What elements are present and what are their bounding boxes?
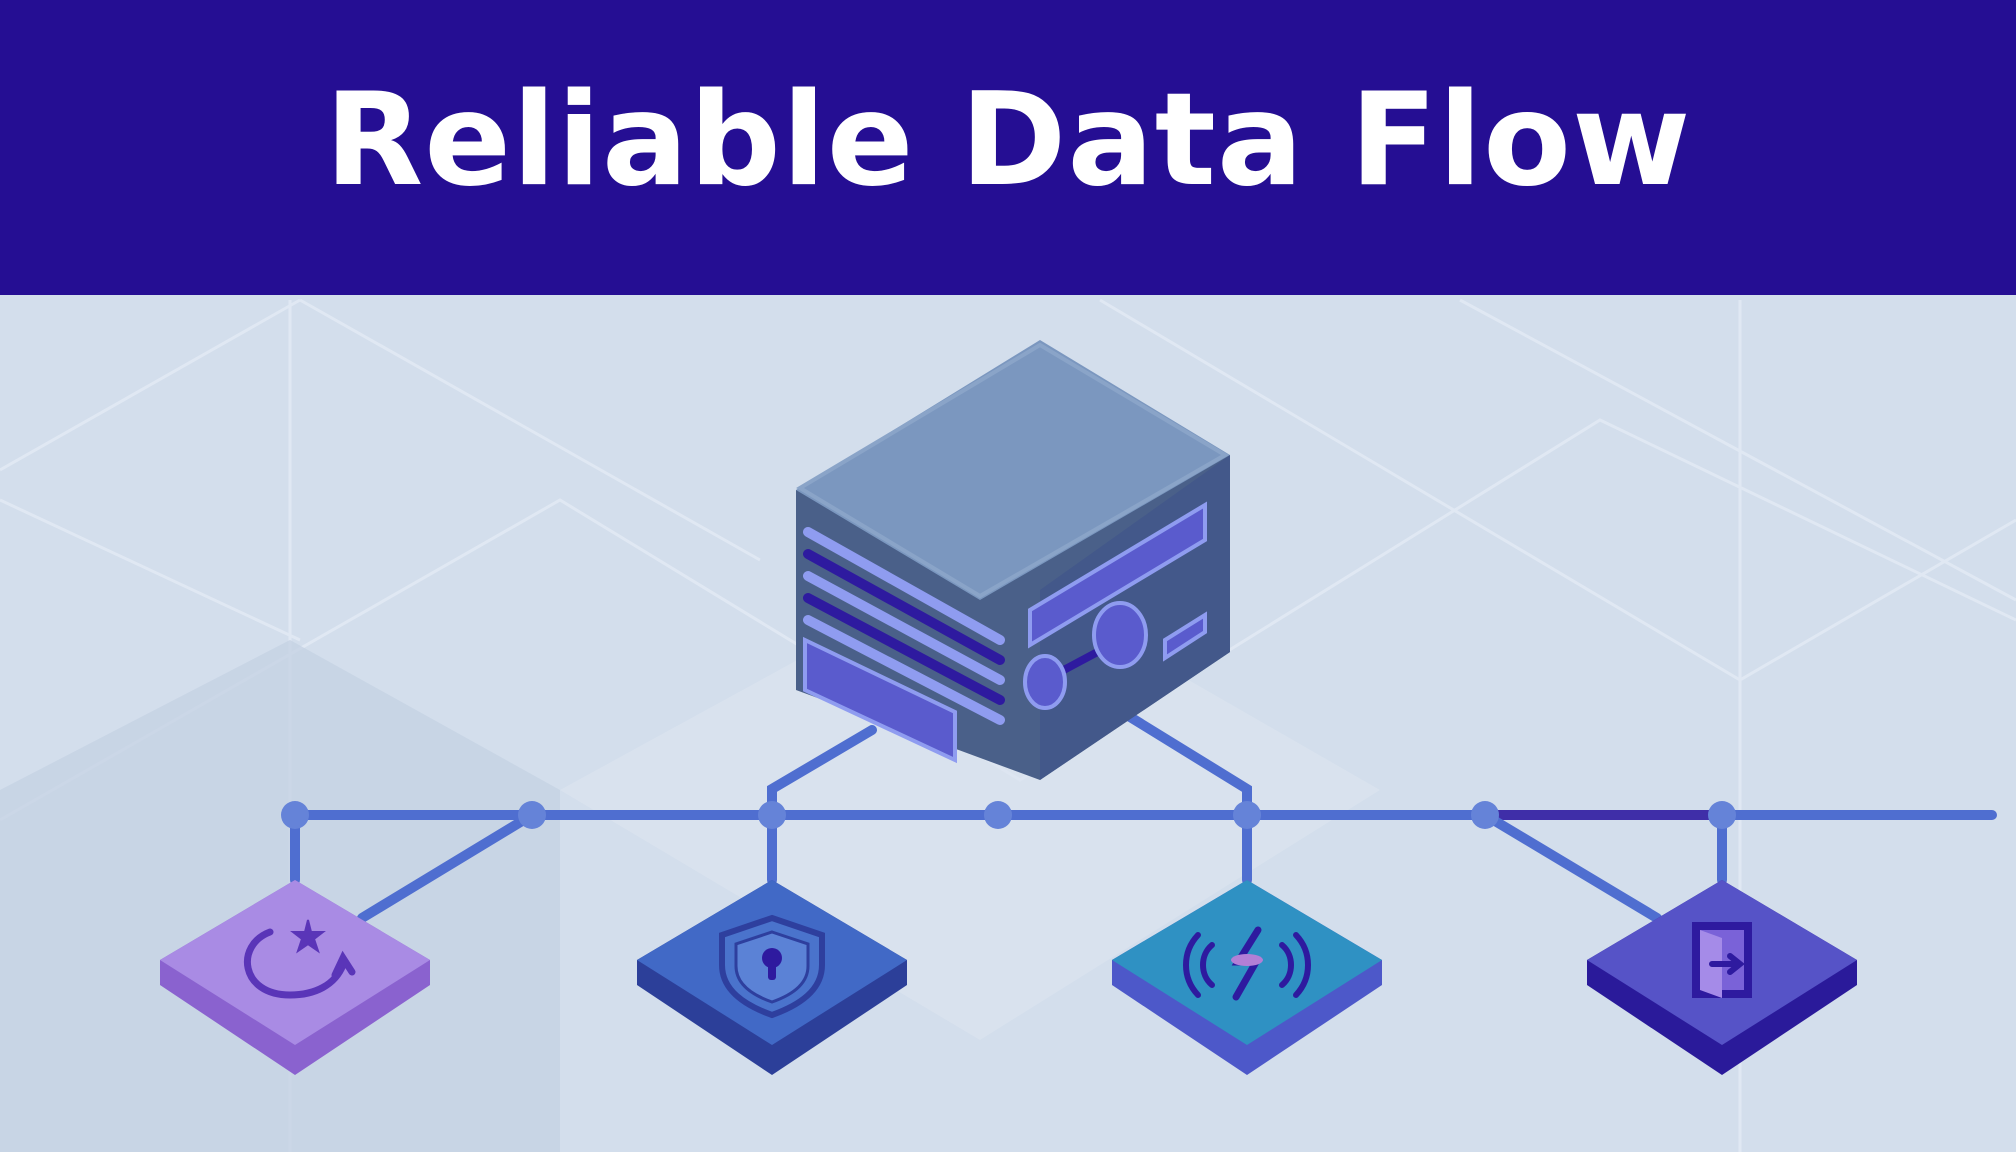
- diagonal-node-refresh: [357, 810, 537, 923]
- database-server-icon: [796, 340, 1230, 780]
- junction-dot: [281, 801, 309, 829]
- node-signal: [1112, 880, 1382, 1075]
- refresh-star-icon: [243, 919, 356, 999]
- junction-dot: [1708, 801, 1736, 829]
- node-transfer: [1587, 880, 1857, 1075]
- data-flow-diagram: [0, 298, 2016, 1152]
- junction-dot: [984, 801, 1012, 829]
- junction-dot: [1471, 801, 1499, 829]
- lightning-signal-icon: [1183, 926, 1311, 1001]
- node-refresh: [160, 880, 430, 1075]
- title-banner: Reliable Data Flow: [0, 0, 2016, 295]
- junction-dots: [281, 801, 1736, 829]
- door-exit-arrow-icon: [1692, 922, 1752, 998]
- shield-lock-icon: [719, 914, 825, 1019]
- junction-dot: [518, 801, 546, 829]
- diagonal-node-transfer: [1480, 810, 1662, 923]
- junction-dot: [758, 801, 786, 829]
- page-title: Reliable Data Flow: [324, 65, 1692, 215]
- node-security: [637, 880, 907, 1075]
- junction-dot: [1233, 801, 1261, 829]
